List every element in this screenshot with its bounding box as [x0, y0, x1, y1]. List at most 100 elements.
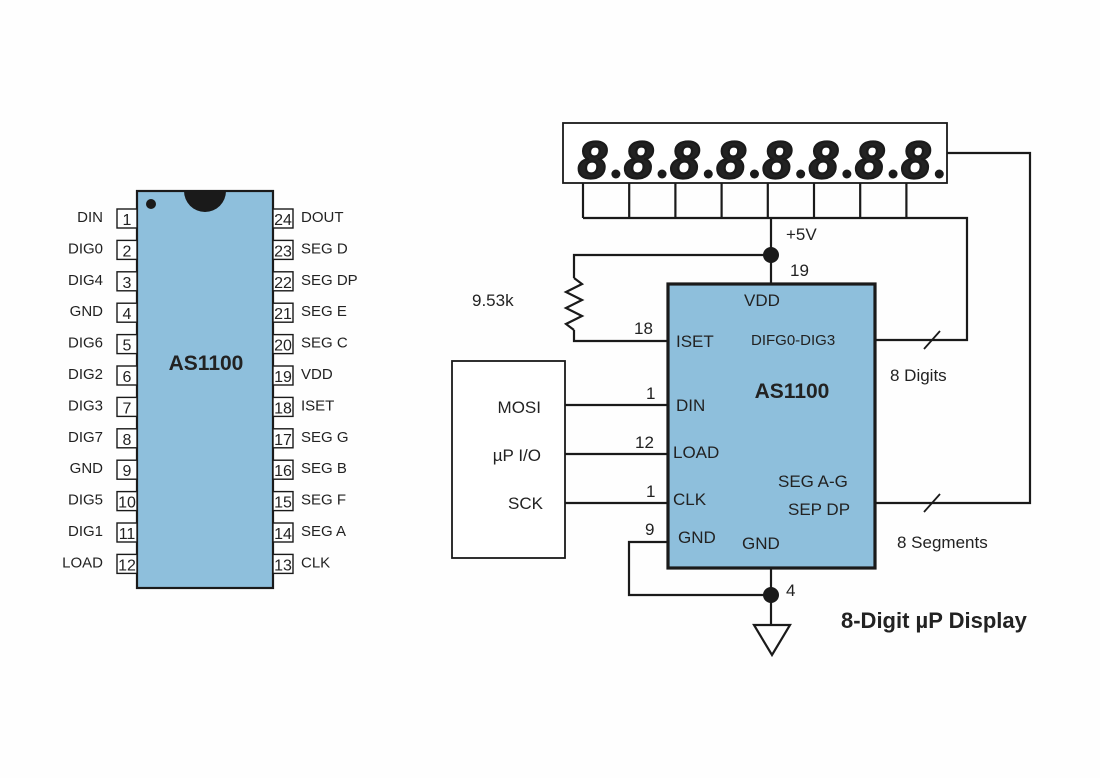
pin-number: 17 — [274, 432, 292, 449]
pin-number: 21 — [274, 306, 292, 323]
ic-body — [666, 282, 877, 570]
seven-segment-digit: 8 — [717, 132, 746, 190]
seven-segment-digit: 8 — [624, 132, 653, 190]
pin-number: 7 — [123, 400, 132, 417]
resistor-value-label: 9.53k — [472, 291, 514, 310]
resistor — [563, 277, 585, 331]
seven-segment-digit: 8 — [578, 132, 607, 190]
right-pin: 15 SEG F — [272, 490, 346, 512]
segments-bus-label: 8 Segments — [897, 533, 988, 552]
segment-bus-slash — [923, 493, 941, 513]
pin-number-box — [272, 459, 294, 480]
ic-clk-label: CLK — [673, 490, 707, 509]
ground-symbol-icon — [752, 623, 792, 658]
pin-number: 2 — [123, 243, 132, 260]
ic-gnd-bottom-label: GND — [742, 534, 780, 553]
pin-number-box — [116, 302, 138, 323]
pin-number-box — [272, 522, 294, 543]
left-pin: 7 DIG3 — [68, 396, 138, 418]
pin-name: SEG G — [301, 429, 349, 446]
pin-number: 12 — [118, 557, 136, 574]
clk-pin-number: 1 — [646, 482, 655, 501]
pin-number: 6 — [123, 369, 132, 386]
ic-part-name: AS1100 — [755, 380, 830, 403]
pin-name: SEG C — [301, 335, 348, 352]
left-pin: 1 DIN — [77, 208, 138, 229]
left-pin: 12 LOAD — [62, 553, 138, 575]
seven-segment-digit: 8 — [670, 132, 699, 190]
pin-number-box — [272, 428, 294, 449]
ic-seg-ag-label: SEG A-G — [778, 472, 848, 491]
pin-number-box — [272, 208, 294, 229]
vdd-pin-number: 19 — [790, 261, 809, 280]
decimal-point — [796, 169, 806, 179]
right-pin: 20 SEG C — [272, 333, 348, 355]
chip-part-name: AS1100 — [169, 352, 244, 375]
digit-common-lines — [581, 183, 908, 218]
pin-number: 4 — [123, 306, 132, 323]
pin-name: DIG3 — [68, 397, 103, 414]
pin-name: DIG4 — [68, 272, 103, 289]
ic-digits-port-label: DIFG0-DIG3 — [751, 332, 835, 349]
load-pin-number: 12 — [635, 433, 654, 452]
pin-number-box — [116, 396, 138, 418]
pin-number: 1 — [123, 212, 132, 229]
decimal-point — [888, 169, 898, 179]
pin-name: DIG6 — [68, 335, 103, 352]
mcu-sck-label: SCK — [508, 494, 544, 513]
din-pin-number: 1 — [646, 384, 655, 403]
gnd-bottom-pin-number: 4 — [786, 581, 795, 600]
pin-name: GND — [70, 303, 104, 320]
ic-din-label: DIN — [676, 396, 705, 415]
gnd-left-pin-number: 9 — [645, 520, 654, 539]
pin-number: 3 — [123, 275, 132, 292]
decimal-point — [611, 169, 621, 179]
iset-wire — [572, 330, 668, 343]
pin-number: 24 — [274, 212, 292, 229]
decimal-point — [703, 169, 713, 179]
pin-name: DIN — [77, 209, 103, 226]
pin-number: 16 — [274, 463, 292, 480]
resistor-top-wire — [572, 253, 771, 278]
pin-number-box — [116, 428, 138, 449]
pin-number-box — [272, 302, 294, 323]
right-pin: 16 SEG B — [272, 459, 347, 480]
gnd-junction-dot — [763, 587, 779, 603]
pin-name: DIG7 — [68, 429, 103, 446]
pin-name: ISET — [301, 397, 334, 414]
pin-number: 15 — [274, 495, 292, 512]
pin-number: 20 — [274, 338, 292, 355]
ic-seg-dp-label: SEP DP — [788, 500, 850, 519]
pin-name: LOAD — [62, 554, 103, 571]
pin-name: SEG B — [301, 460, 347, 477]
pin-number-box — [272, 553, 294, 575]
pin-name: SEG F — [301, 492, 346, 509]
pin-number-box — [116, 522, 138, 543]
chip-notch — [184, 191, 226, 212]
pin-number-box — [116, 490, 138, 512]
pin-number: 11 — [119, 526, 136, 543]
pin-number-box — [272, 239, 294, 261]
pin-number-box — [116, 271, 138, 292]
pin-number: 9 — [123, 463, 132, 480]
pin-number-box — [272, 365, 294, 386]
ic-iset-label: ISET — [676, 332, 714, 351]
pin-number-box — [116, 553, 138, 575]
ic-load-label: LOAD — [673, 443, 719, 462]
pin-name: SEG D — [301, 240, 348, 257]
pin-number: 13 — [274, 557, 292, 574]
pin-number: 23 — [274, 243, 292, 260]
pin-name: DIG5 — [68, 492, 103, 509]
pin-name: SEG DP — [301, 272, 358, 289]
